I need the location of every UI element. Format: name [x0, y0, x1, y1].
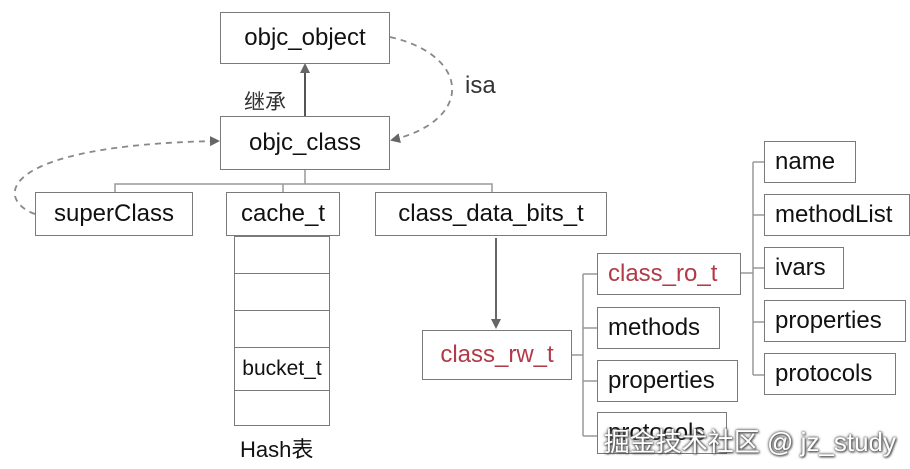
hash-cell [234, 273, 330, 311]
superclass-node: superClass [35, 192, 193, 236]
ro-protocols-node: protocols [764, 353, 896, 395]
hash-cell [234, 236, 330, 274]
class-data-bits-t-node: class_data_bits_t [375, 192, 607, 236]
isa-dashed-arrow [389, 36, 454, 143]
ro-items-bracket [741, 161, 764, 376]
superclass-dashed-arrow [13, 136, 220, 215]
watermark: 掘金技术社区 @ jz_study [603, 427, 896, 457]
objc-object-node: objc_object [220, 12, 390, 64]
objc-class-node: objc_class [220, 116, 390, 170]
ro-properties-node: properties [764, 300, 906, 342]
ro-name-node: name [764, 141, 856, 183]
rw-properties-node: properties [597, 360, 738, 402]
hash-cell [234, 310, 330, 348]
hash-cell [234, 390, 330, 426]
rw-items-bracket [572, 273, 597, 437]
cache-t-node: cache_t [226, 192, 340, 236]
ro-methodlist-node: methodList [764, 194, 910, 236]
bucket-t-cell: bucket_t [234, 347, 330, 391]
class-rw-t-node: class_rw_t [422, 330, 572, 380]
hash-table-label: Hash表 [240, 437, 314, 462]
rw-methods-node: methods [597, 307, 720, 349]
inherit-label: 继承 [244, 91, 286, 114]
ro-ivars-node: ivars [764, 247, 844, 289]
isa-label: isa [465, 72, 496, 99]
class-ro-t-node: class_ro_t [597, 253, 741, 295]
class-children-bracket [114, 170, 493, 192]
rw-protocols-node: protocols [597, 412, 727, 454]
